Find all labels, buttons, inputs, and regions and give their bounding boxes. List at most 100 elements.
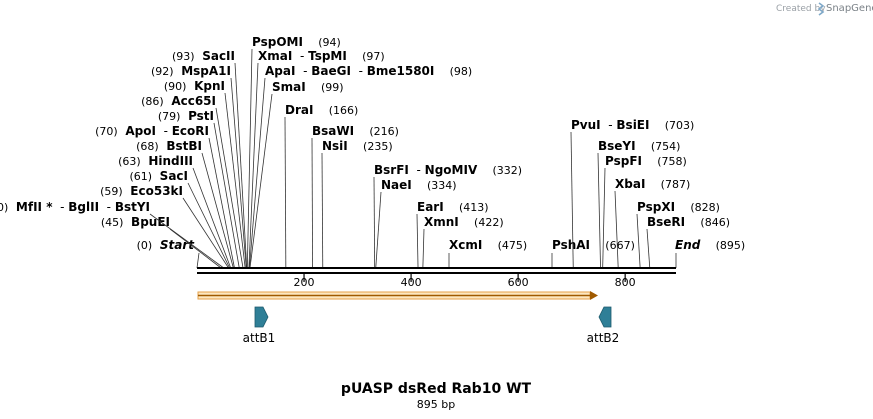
site-naei[interactable]: NaeI (334): [375, 178, 457, 269]
site-position: (216): [369, 125, 399, 138]
separator: -: [156, 124, 172, 138]
separator: [306, 80, 321, 94]
site-apai[interactable]: ApaI - BaeGI - Bme1580I (98): [249, 64, 472, 269]
site-xcmi[interactable]: XcmI (475): [448, 238, 527, 268]
site-bstbi[interactable]: (68) BstBI: [136, 139, 234, 269]
site-leader-line: [373, 176, 376, 269]
site-bpuei[interactable]: (45) BpuEI: [101, 215, 222, 269]
site-bseri[interactable]: BseRI (846): [646, 215, 730, 269]
enzyme-name: SacI: [160, 169, 188, 183]
site-label: PshAI (667): [552, 238, 635, 252]
site-position: (332): [493, 164, 523, 177]
separator: [685, 215, 700, 229]
site-position: (413): [459, 201, 489, 214]
site-leader-line: [375, 191, 382, 269]
site-position: (70): [95, 125, 118, 138]
separator: [164, 94, 172, 108]
site-label: NaeI (334): [381, 178, 457, 192]
separator: -: [351, 64, 367, 78]
site-kpni[interactable]: (90) KpnI: [164, 79, 246, 269]
site-position: (94): [318, 36, 341, 49]
site-label: XcmI (475): [449, 238, 527, 252]
separator: [123, 184, 131, 198]
site-bsrfi[interactable]: BsrFI - NgoMIV (332): [373, 163, 522, 269]
orf-arrow[interactable]: [197, 291, 598, 300]
site-label: BseRI (846): [647, 215, 730, 229]
site-leader-line: [169, 228, 222, 269]
separator: [477, 163, 492, 177]
site-bseyi[interactable]: BseYI (754): [597, 139, 681, 269]
site-mfii[interactable]: (50) MfII * - BglII - BstYI: [0, 200, 224, 269]
site-xbai[interactable]: XbaI (787): [614, 177, 690, 269]
site-pspxi[interactable]: PspXI (828): [636, 200, 720, 269]
site-position: (758): [657, 155, 687, 168]
separator: [141, 154, 149, 168]
site-label: NsiI (235): [322, 139, 393, 153]
separator: [180, 109, 188, 123]
site-pspomi[interactable]: PspOMI (94): [246, 35, 341, 269]
separator: -: [409, 163, 425, 177]
enzyme-name: PspOMI: [252, 35, 303, 49]
site-xmni[interactable]: XmnI (422): [422, 215, 504, 269]
site-leader-line: [636, 213, 641, 269]
site-apoi[interactable]: (70) ApoI - EcoRI: [95, 124, 235, 269]
site-position: (703): [665, 119, 695, 132]
site-bsawi[interactable]: BsaWI (216): [311, 124, 399, 269]
site-leader-line: [230, 77, 247, 269]
enzyme-name: BseYI: [598, 139, 636, 153]
site-leader-line: [422, 228, 425, 269]
site-position: (754): [651, 140, 681, 153]
enzyme-name: PspXI: [637, 200, 675, 214]
site-pspfi[interactable]: PspFI (758): [602, 154, 687, 269]
site-leader-line: [224, 92, 246, 269]
enzyme-name: MfII *: [16, 200, 53, 214]
site-psti[interactable]: (79) PstI: [158, 109, 240, 269]
site-sacii[interactable]: (93) SacII: [172, 49, 248, 269]
site-leader-line: [321, 152, 324, 269]
site-leader-line: [234, 62, 248, 269]
site-mspa1i[interactable]: (92) MspA1I: [151, 64, 247, 269]
site-label: (45) BpuEI: [101, 215, 170, 229]
site-eari[interactable]: EarI (413): [416, 200, 489, 269]
site-label: BsrFI - NgoMIV (332): [374, 163, 522, 177]
site-smai[interactable]: SmaI (99): [249, 80, 344, 269]
site-leader-line: [201, 152, 234, 269]
enzyme-name: BsrFI: [374, 163, 409, 177]
site-position: (895): [716, 239, 746, 252]
site-label: PvuI - BsiEI (703): [571, 118, 694, 132]
site-pvui[interactable]: PvuI - BsiEI (703): [570, 118, 694, 269]
enzyme-name: MspA1I: [181, 64, 231, 78]
site-xmai[interactable]: XmaI - TspMI (97): [248, 49, 385, 269]
site-drai[interactable]: DraI (166): [284, 103, 358, 269]
feature-attb1[interactable]: attB1: [243, 306, 276, 345]
site-leader-line: [249, 93, 273, 269]
separator: [348, 139, 363, 153]
enzyme-name: BaeGI: [311, 64, 351, 78]
feature-attb2[interactable]: attB2: [587, 306, 620, 345]
site-hindiii[interactable]: (63) HindIII: [118, 154, 232, 269]
site-label: XmaI - TspMI (97): [258, 49, 385, 63]
site-end[interactable]: End (895): [675, 238, 745, 268]
site-position: (68): [136, 140, 159, 153]
enzyme-name: PspFI: [605, 154, 642, 168]
site-position: (846): [700, 216, 730, 229]
site-leader-line: [213, 122, 240, 269]
site-label: (68) BstBI: [136, 139, 202, 153]
site-position: (59): [100, 185, 123, 198]
feature-attb2-label: attB2: [587, 331, 620, 345]
site-acc65i[interactable]: (86) Acc65I: [141, 94, 244, 269]
site-nsii[interactable]: NsiI (235): [321, 139, 393, 269]
enzyme-name: BpuEI: [131, 215, 170, 229]
enzyme-name: Start: [160, 238, 195, 252]
separator: -: [601, 118, 617, 132]
site-position: (422): [474, 216, 504, 229]
site-label: (79) PstI: [158, 109, 214, 123]
separator: [459, 215, 474, 229]
site-eco53ki[interactable]: (59) Eco53kI: [100, 184, 229, 269]
site-start[interactable]: (0) Start: [137, 238, 200, 269]
separator: -: [292, 49, 308, 63]
site-saci[interactable]: (61) SacI: [129, 169, 231, 269]
site-pshai[interactable]: PshAI (667): [551, 238, 635, 268]
site-label: XbaI (787): [615, 177, 690, 191]
enzyme-name: XmnI: [424, 215, 459, 229]
